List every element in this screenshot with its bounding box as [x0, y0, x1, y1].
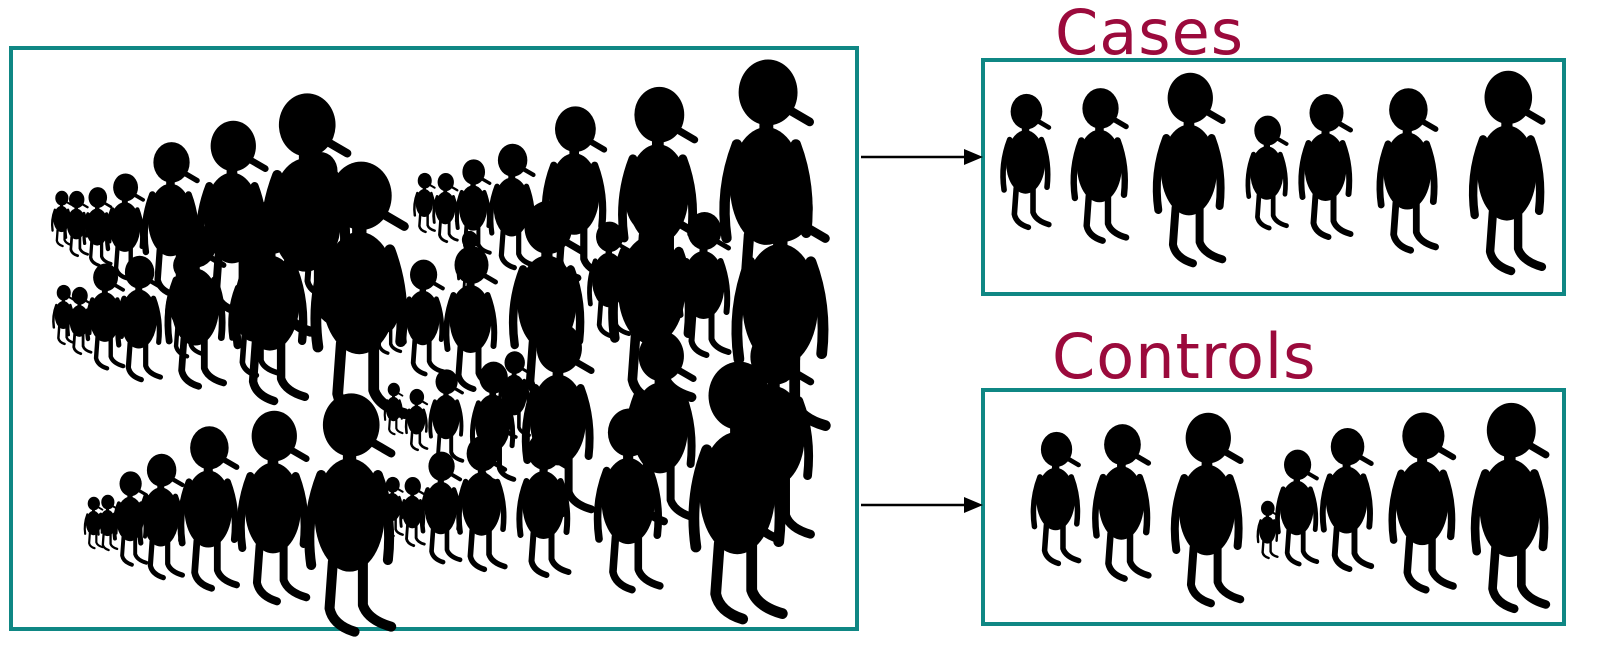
person-figure-icon — [385, 383, 403, 434]
person-figure-icon — [1157, 73, 1223, 264]
person-figure-icon — [459, 436, 505, 569]
cases-figures — [1003, 71, 1542, 271]
person-figure-icon — [430, 369, 462, 462]
population-figures — [52, 59, 825, 631]
person-figure-icon — [181, 426, 237, 588]
cases-label: Cases — [1055, 2, 1244, 64]
controls-label: Controls — [1052, 326, 1316, 388]
person-figure-icon — [1473, 71, 1542, 271]
person-figure-icon — [406, 389, 427, 450]
controls-figures — [1033, 403, 1545, 609]
person-figure-icon — [1003, 94, 1049, 227]
person-figure-icon — [1301, 94, 1350, 237]
person-figure-icon — [1095, 424, 1148, 578]
person-figure-icon — [1074, 88, 1126, 241]
arrow-to-cases — [861, 149, 983, 165]
person-figure-icon — [241, 411, 307, 602]
person-figure-icon — [1033, 432, 1078, 564]
person-figure-icon — [414, 173, 434, 232]
person-figure-icon — [491, 144, 534, 268]
person-figure-icon — [1475, 403, 1546, 609]
person-figure-icon — [1248, 116, 1287, 228]
person-figure-icon — [309, 393, 391, 631]
person-figure-icon — [403, 260, 442, 374]
person-figure-icon — [118, 256, 161, 380]
person-figure-icon — [598, 409, 660, 590]
arrow-to-controls — [861, 497, 983, 513]
person-figure-icon — [1380, 88, 1436, 250]
person-figure-icon — [1392, 412, 1453, 589]
person-figure-icon — [1277, 450, 1316, 564]
person-figure-icon — [140, 454, 183, 578]
person-figure-icon — [434, 173, 458, 242]
person-figure-icon — [694, 362, 782, 619]
person-figure-icon — [1258, 501, 1278, 558]
person-figure-icon — [1323, 428, 1371, 569]
person-figure-icon — [422, 452, 460, 563]
person-figure-icon — [1175, 413, 1241, 604]
